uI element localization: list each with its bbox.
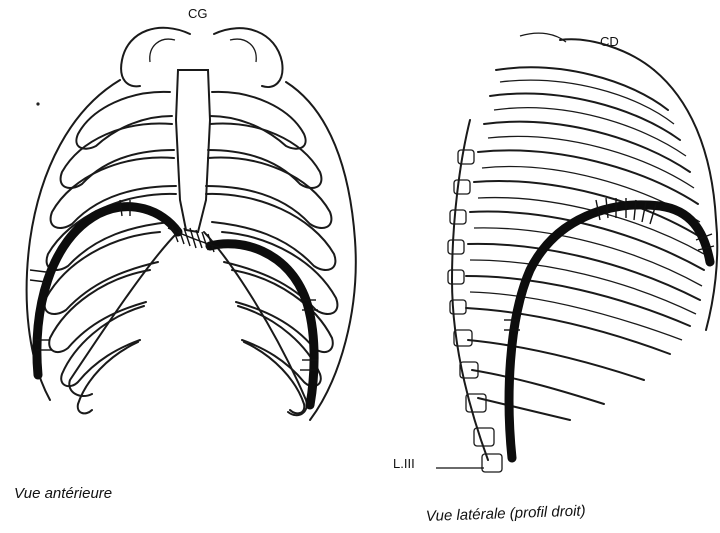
sternum: [176, 70, 210, 232]
manubrium-right-edge: [230, 39, 256, 62]
right-first-rib: [214, 28, 282, 87]
diaphragm-lateral-dome: [509, 205, 710, 458]
scan-speck: [36, 102, 39, 105]
l3-label: L.III: [393, 456, 415, 471]
lateral-clavicle: [520, 33, 566, 42]
left-first-rib: [121, 28, 190, 87]
lateral-view: CD: [393, 33, 717, 525]
vertebral-column: [448, 120, 502, 472]
l3-vertebra: [482, 454, 502, 472]
lateral-sternum-outline: [654, 70, 717, 330]
left-dome-label: CG: [188, 6, 208, 21]
right-costal-arch: [204, 232, 307, 415]
lateral-ribs: [466, 67, 704, 420]
manubrium-left-edge: [150, 39, 175, 62]
anterior-view: CG: [14, 6, 356, 502]
anterior-view-caption: Vue antérieure: [14, 485, 112, 502]
lateral-view-caption: Vue latérale (profil droit): [426, 502, 586, 525]
